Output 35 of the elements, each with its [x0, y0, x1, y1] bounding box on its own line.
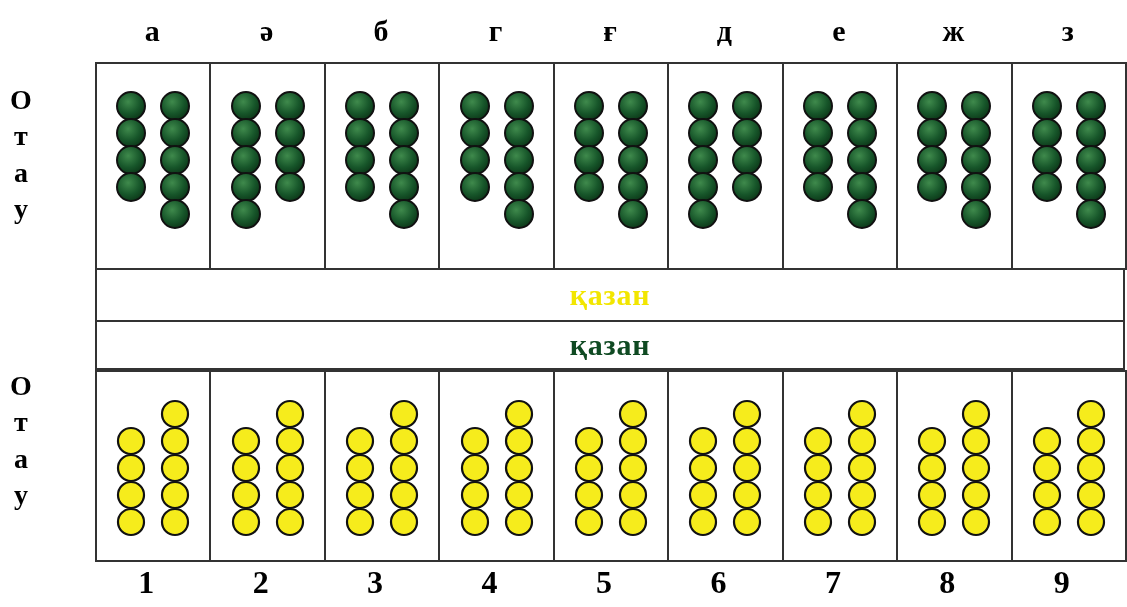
column-number: 3: [366, 566, 385, 598]
column-letter: е: [831, 16, 847, 46]
column-letter: г: [487, 16, 504, 46]
column-number: 1: [137, 566, 156, 598]
pit: [1010, 370, 1127, 562]
column-number: 7: [823, 566, 842, 598]
pit: [209, 370, 326, 562]
column-letter: ж: [941, 16, 966, 46]
pit: [552, 370, 670, 562]
column-letter: ғ: [602, 16, 618, 46]
band-label: қазан: [569, 330, 651, 360]
pit: [896, 370, 1013, 562]
pit: [781, 370, 899, 562]
pit: [438, 370, 555, 562]
side-label: Отау: [10, 83, 32, 227]
column-number: 2: [251, 566, 270, 598]
store-band: [95, 268, 1125, 322]
column-letter: з: [1060, 16, 1075, 46]
store-band: [95, 320, 1125, 370]
pit: [1010, 62, 1127, 270]
column-number: 8: [938, 566, 957, 598]
pit: [95, 370, 212, 562]
pit: [667, 370, 784, 562]
pit: [95, 62, 212, 270]
pit: [323, 370, 441, 562]
column-letter: ә: [259, 16, 275, 46]
column-number: 5: [595, 566, 613, 598]
column-letter: б: [372, 16, 390, 46]
side-label: Отау: [10, 369, 32, 513]
column-number: 9: [1052, 566, 1071, 598]
band-label: қазан: [569, 280, 651, 310]
column-number: 6: [709, 566, 728, 598]
column-letter: д: [715, 16, 734, 46]
column-letter: а: [143, 16, 161, 46]
column-number: 4: [480, 566, 499, 598]
